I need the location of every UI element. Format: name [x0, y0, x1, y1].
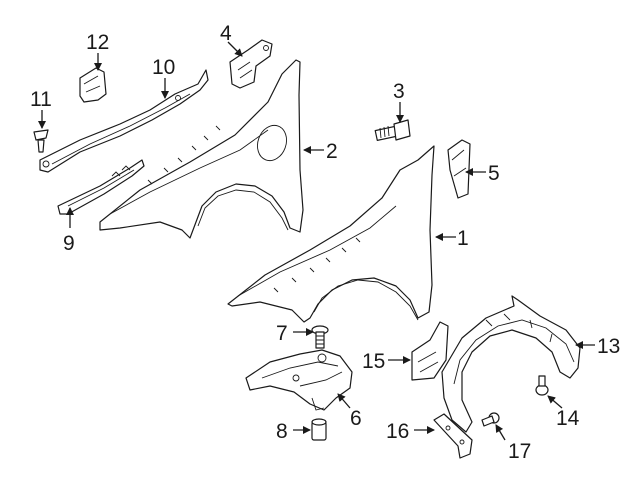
callout-8: 8	[276, 420, 288, 443]
part-11-clip	[33, 129, 49, 153]
callout-2: 2	[326, 140, 338, 163]
part-14-push-clip	[535, 375, 549, 396]
callout-3: 3	[393, 80, 405, 103]
leader-14	[547, 395, 563, 409]
callout-13: 13	[597, 335, 620, 358]
leader-17	[495, 424, 506, 441]
part-2-fender-upper	[99, 59, 304, 239]
callout-7: 7	[276, 322, 288, 345]
part-9-lower-rail	[57, 159, 145, 215]
callout-14: 14	[556, 407, 580, 430]
part-10-upper-rail	[39, 69, 209, 173]
callout-10: 10	[152, 56, 175, 79]
callout-11: 11	[30, 88, 52, 111]
part-7-bolt	[311, 325, 329, 349]
callout-6: 6	[350, 407, 362, 430]
leader-4	[227, 41, 243, 57]
part-16-strip-bracket	[433, 413, 473, 459]
part-3-bolt	[374, 119, 411, 141]
part-8-spacer	[311, 418, 327, 441]
leader-6	[337, 393, 351, 409]
callout-15: 15	[362, 350, 385, 373]
part-4-bracket	[229, 39, 273, 89]
callout-12: 12	[86, 31, 109, 54]
leader-lines	[38, 41, 595, 441]
part-13-wheelhouse-liner	[441, 295, 581, 433]
callout-9: 9	[63, 232, 75, 255]
part-15-shield	[411, 321, 449, 381]
part-6-mounting-bracket	[245, 349, 353, 411]
callout-1: 1	[457, 227, 469, 250]
callout-5: 5	[488, 162, 500, 185]
part-1-fender-lower	[227, 145, 435, 323]
callout-4: 4	[220, 22, 232, 45]
part-17-screw	[481, 412, 500, 427]
callout-labels: 1 2 3 4 5 6 7 8 9 10 11 12 13 14 15 16 1…	[30, 22, 620, 463]
part-5-bracket	[447, 139, 471, 199]
callout-16: 16	[386, 420, 409, 443]
callout-17: 17	[508, 440, 531, 463]
part-12-bracket	[79, 67, 107, 103]
